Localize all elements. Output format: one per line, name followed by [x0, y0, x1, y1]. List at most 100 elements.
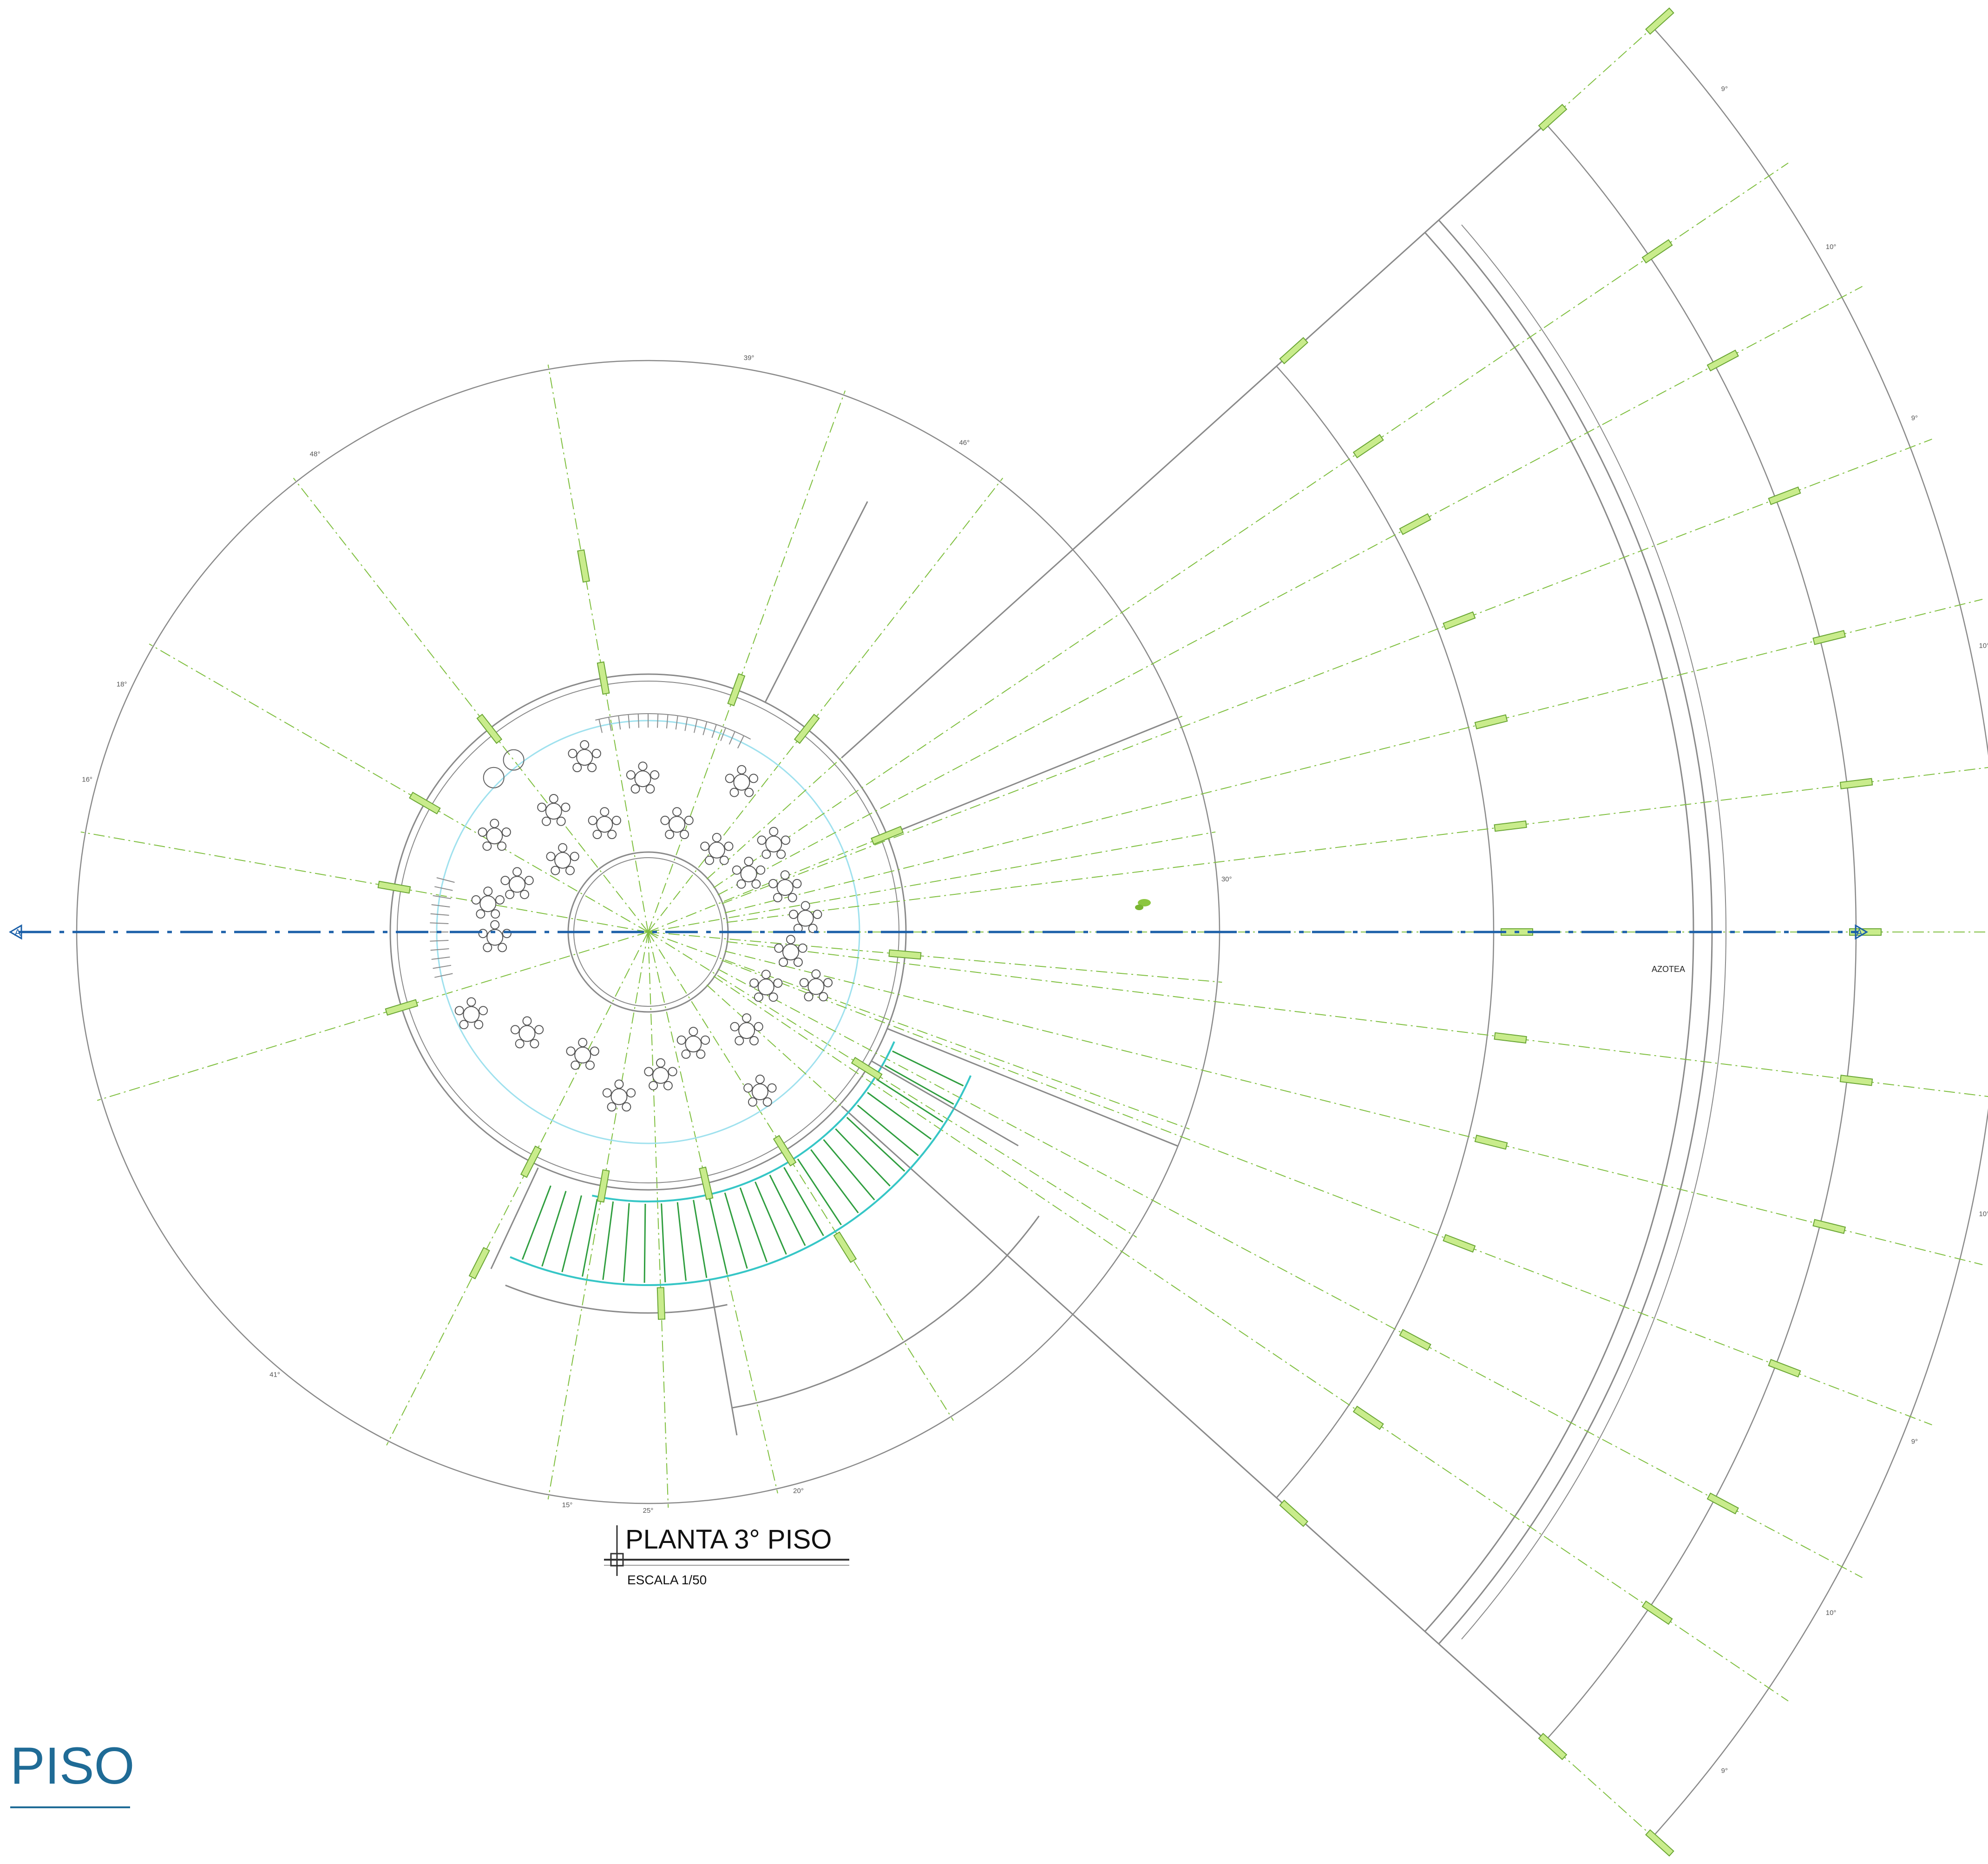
structural-column	[385, 999, 419, 1016]
structural-column	[1641, 239, 1673, 264]
structural-column	[597, 1169, 610, 1203]
chair	[483, 886, 493, 896]
sheet-label-underline	[10, 1806, 130, 1808]
radial-guide-line	[547, 364, 649, 932]
chair	[500, 876, 510, 886]
roof-guide-line	[722, 439, 1932, 905]
wall-segment	[871, 1060, 1019, 1147]
chair	[588, 815, 597, 825]
structural-column	[1706, 349, 1739, 372]
chair	[811, 969, 821, 979]
chair	[505, 890, 515, 899]
chair	[556, 816, 566, 826]
north-stair-tread	[684, 717, 688, 731]
north-stair-tread	[618, 715, 621, 730]
chair	[660, 815, 670, 825]
north-stair-tread	[694, 719, 698, 733]
chair	[779, 958, 788, 967]
chair	[607, 1102, 617, 1112]
chair	[512, 867, 522, 877]
chair	[479, 1006, 488, 1016]
radial-guide-line	[386, 932, 649, 1446]
west-stair-tread	[430, 940, 449, 942]
chair	[614, 1079, 624, 1089]
chair	[565, 866, 575, 875]
roof-guide-line	[726, 767, 1988, 923]
stair-tread	[582, 1199, 598, 1277]
lower-balcony-arc	[505, 1284, 728, 1314]
chair	[696, 1049, 706, 1059]
west-stair-tread	[433, 895, 452, 899]
chair	[551, 866, 560, 875]
chair	[466, 997, 476, 1007]
north-stair-tread	[637, 714, 639, 728]
stair-tread	[661, 1203, 666, 1283]
stair-tread	[602, 1201, 614, 1280]
curved-ramp-stair	[510, 1041, 972, 1286]
structural-column	[1474, 714, 1508, 729]
north-stair-tread	[657, 714, 659, 728]
roof-guide-line	[726, 941, 1988, 1097]
chair	[761, 970, 771, 979]
wall-segment	[709, 1280, 738, 1436]
service-fixture	[483, 767, 505, 788]
structural-column	[476, 714, 503, 744]
wall-segment	[764, 501, 868, 703]
chair	[804, 992, 814, 1002]
dining-table-set	[725, 765, 758, 797]
chair	[663, 1081, 673, 1090]
wall-segment	[887, 1028, 1178, 1147]
chair	[612, 815, 621, 825]
structural-column	[1641, 1600, 1673, 1625]
chair	[542, 816, 551, 826]
chair	[459, 1020, 469, 1030]
chair	[534, 1025, 544, 1035]
dining-table-set	[743, 1075, 777, 1107]
table-top	[733, 774, 750, 791]
north-stair-tread	[675, 715, 678, 730]
radial-guide-line	[648, 932, 1190, 1130]
table-top	[685, 1036, 702, 1053]
stair-tread	[857, 1104, 919, 1156]
chair	[762, 1097, 772, 1107]
chair	[522, 1016, 532, 1026]
radial-guide-line	[149, 643, 649, 932]
chair	[725, 774, 735, 783]
chair	[761, 849, 771, 859]
chair	[549, 794, 558, 803]
dimension-label: 20°	[793, 1487, 804, 1495]
dimension-label: 16°	[82, 776, 92, 784]
dining-table-set	[566, 1037, 599, 1070]
table-top	[545, 803, 562, 820]
dining-table-set	[730, 1013, 763, 1045]
dimension-label: 30°	[1221, 875, 1232, 883]
west-stair-tread	[434, 886, 453, 891]
structural-column	[1443, 611, 1476, 630]
roof-guide-line	[722, 959, 1932, 1425]
sheet-label: PISO	[10, 1737, 135, 1795]
chair	[668, 1067, 677, 1076]
structural-column	[794, 714, 820, 744]
chair	[701, 1035, 710, 1045]
chair	[744, 788, 754, 797]
west-stair-tread	[430, 922, 449, 924]
structural-column	[1812, 630, 1846, 645]
chair	[498, 943, 507, 952]
radial-guide-line	[97, 932, 649, 1101]
radial-guide-line	[648, 932, 954, 1421]
structural-column	[773, 1135, 797, 1167]
stair-outer-edge	[510, 1075, 972, 1286]
north-stair-tread	[720, 728, 726, 742]
dimension-label: 10°	[1979, 1210, 1988, 1218]
west-stair-tread	[430, 913, 449, 916]
structural-column	[1443, 1234, 1476, 1253]
structural-column	[1645, 7, 1674, 35]
structural-column	[1706, 1492, 1739, 1515]
dining-table-set	[757, 827, 790, 859]
chair	[749, 978, 759, 988]
west-stair-tread	[434, 973, 453, 978]
structural-column	[1474, 1135, 1508, 1150]
stair-tread	[823, 1139, 875, 1201]
chair	[607, 830, 617, 839]
stair-tread	[755, 1181, 787, 1255]
